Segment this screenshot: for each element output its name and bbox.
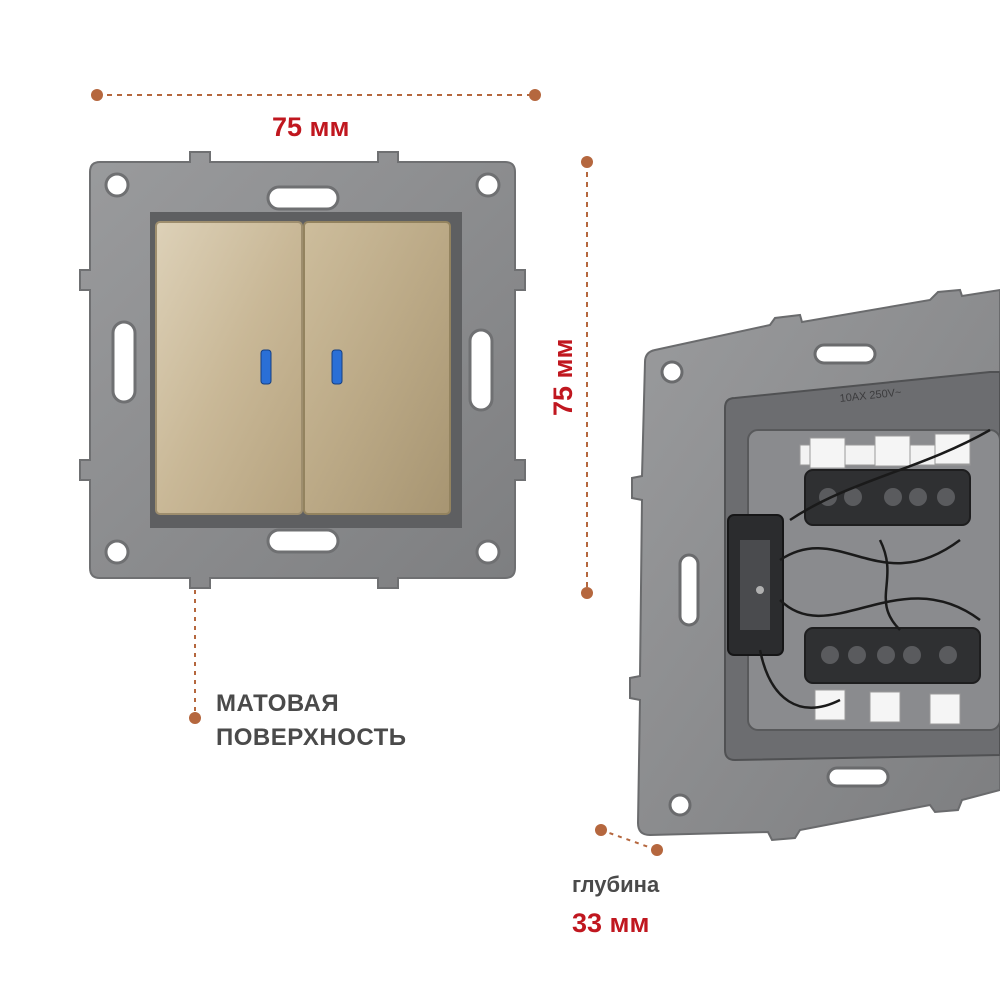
mounting-slot — [111, 320, 137, 404]
mounting-hole — [668, 793, 692, 817]
mounting-hole — [475, 539, 501, 565]
mounting-slot — [813, 343, 877, 365]
dimension-dot — [581, 156, 593, 168]
width-dimension-line — [91, 89, 541, 101]
width-dimension-label: 75 мм — [272, 112, 350, 142]
depth-dimension-label: 33 мм — [572, 908, 650, 938]
mounting-slot — [678, 553, 700, 627]
depth-caption-label: глубина — [572, 872, 660, 897]
dimension-dot — [581, 587, 593, 599]
callout-dot — [595, 824, 607, 836]
surface-caption-line1: МАТОВАЯ — [216, 690, 340, 717]
mounting-hole — [104, 539, 130, 565]
mounting-slot — [266, 185, 340, 211]
mounting-slot — [826, 766, 890, 788]
callout-dot — [189, 712, 201, 724]
rear-switch: 10AX 250V~ — [629, 288, 1000, 842]
mounting-hole — [660, 360, 684, 384]
wires — [758, 428, 991, 709]
height-dimension-label: 75 мм — [548, 338, 578, 416]
left-key — [155, 221, 303, 515]
surface-caption-line2: ПОВЕРХНОСТЬ — [216, 724, 407, 751]
left-indicator-icon — [260, 349, 272, 385]
front-switch — [79, 151, 526, 589]
callout-dot — [651, 844, 663, 856]
right-indicator-icon — [331, 349, 343, 385]
depth-callout-line — [595, 824, 663, 856]
mounting-slot — [266, 528, 340, 554]
mounting-hole — [475, 172, 501, 198]
right-key — [303, 221, 451, 515]
mounting-slot — [468, 328, 494, 412]
height-dimension-line — [581, 156, 593, 599]
mounting-hole — [104, 172, 130, 198]
dimension-dot — [91, 89, 103, 101]
dimension-dot — [529, 89, 541, 101]
terminal-openings-bottom — [821, 646, 957, 664]
